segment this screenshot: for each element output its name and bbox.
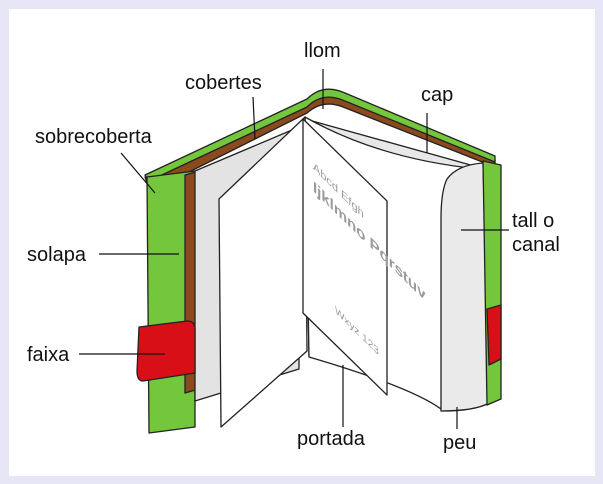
belly-band-right: [486, 304, 502, 366]
leader-sobrecoberta: [120, 152, 156, 194]
title-page: [302, 118, 388, 396]
diagram-canvas: Abcd Efgh Ijklmno Pqrstuv Wxyz 123 llom …: [9, 9, 595, 476]
label-cap: cap: [421, 84, 453, 106]
belly-band-left: [136, 320, 196, 382]
label-peu: peu: [443, 432, 476, 454]
label-faixa: faixa: [27, 344, 70, 366]
label-llom: llom: [304, 40, 341, 62]
label-tall-line2: canal: [512, 234, 560, 256]
book-anatomy-diagram: Abcd Efgh Ijklmno Pqrstuv Wxyz 123 llom …: [27, 40, 560, 454]
label-cobertes: cobertes: [185, 72, 262, 94]
label-tall-line1: tall o: [512, 210, 554, 232]
leader-cobertes: [252, 96, 256, 140]
label-portada: portada: [297, 428, 366, 450]
label-solapa: solapa: [27, 244, 87, 266]
dust-jacket-top: [144, 88, 496, 182]
label-sobrecoberta: sobrecoberta: [35, 126, 153, 148]
fore-edge: [440, 162, 490, 412]
